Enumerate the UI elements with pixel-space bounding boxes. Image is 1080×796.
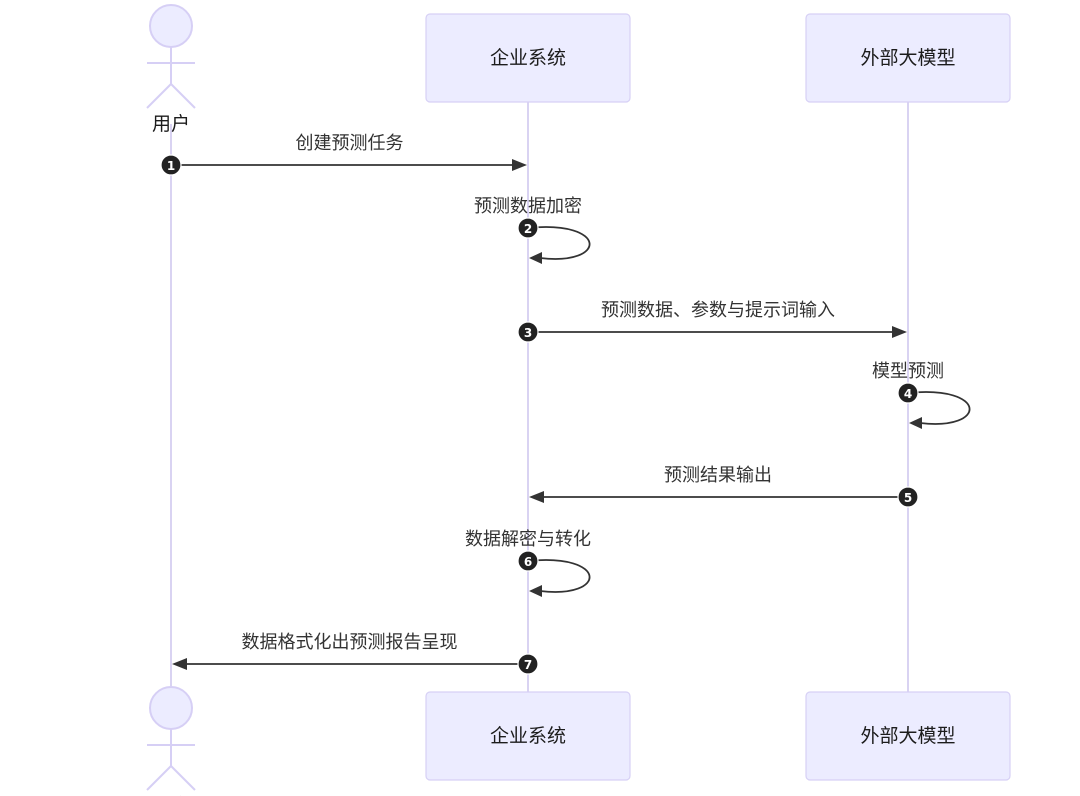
sequence-number-badge <box>517 217 539 239</box>
message-5[interactable]: 预测结果输出 5 <box>529 465 919 508</box>
message-2[interactable]: 预测数据加密 2 <box>474 196 591 264</box>
participant-label: 企业系统 <box>490 47 566 69</box>
message-1[interactable]: 创建预测任务 1 <box>160 133 527 176</box>
actor-left-leg <box>146 83 172 109</box>
actor-head-icon <box>149 686 193 730</box>
lifelines <box>170 100 909 692</box>
sequence-number-badge <box>517 321 539 343</box>
sequence-number-badge <box>897 382 919 404</box>
message-label: 模型预测 <box>872 361 944 382</box>
participant-llm-bottom[interactable]: 外部大模型 <box>805 691 1011 781</box>
participant-enterprise-bottom[interactable]: 企业系统 <box>425 691 631 781</box>
sequence-number: 1 <box>167 159 175 173</box>
participants-top: 用户 企业系统 外部大模型 <box>146 4 1011 135</box>
actor-left-leg <box>146 765 172 791</box>
arrowhead-icon <box>529 252 542 264</box>
self-loop-line <box>907 391 971 425</box>
message-label: 创建预测任务 <box>296 133 404 154</box>
arrowhead-icon <box>529 585 542 597</box>
participant-box <box>425 13 631 103</box>
arrowhead-icon <box>892 326 907 338</box>
message-4[interactable]: 模型预测 4 <box>872 361 971 429</box>
actor-head-icon <box>149 4 193 48</box>
sequence-number: 3 <box>524 326 532 340</box>
sequence-number: 2 <box>524 222 532 236</box>
participant-box <box>805 691 1011 781</box>
participant-enterprise-top[interactable]: 企业系统 <box>425 13 631 103</box>
arrowhead-icon <box>909 417 922 429</box>
message-7[interactable]: 数据格式化出预测报告呈现 7 <box>172 632 539 675</box>
participant-label: 外部大模型 <box>860 725 955 747</box>
self-loop-line <box>527 559 591 593</box>
actor-right-leg <box>170 765 196 791</box>
actor-user-top[interactable]: 用户 <box>146 4 196 135</box>
participant-label: 企业系统 <box>490 725 566 747</box>
message-label: 预测结果输出 <box>664 465 772 486</box>
participant-box <box>805 13 1011 103</box>
messages: 创建预测任务 1 预测数据加密 2 预测数据、参数与提示词输入 3 模型预测 4 预测结果输出 5… <box>160 133 971 675</box>
sequence-number: 5 <box>904 491 912 505</box>
actor-right-leg <box>170 83 196 109</box>
arrowhead-icon <box>172 658 187 670</box>
message-label: 数据格式化出预测报告呈现 <box>242 632 458 653</box>
participant-box <box>425 691 631 781</box>
sequence-number: 4 <box>904 387 912 401</box>
sequence-number: 6 <box>524 555 532 569</box>
sequence-number: 7 <box>524 658 532 672</box>
sequence-number-badge <box>517 550 539 572</box>
participant-label: 外部大模型 <box>860 47 955 69</box>
message-label: 数据解密与转化 <box>465 529 591 550</box>
arrowhead-icon <box>529 491 544 503</box>
message-label: 预测数据加密 <box>474 196 582 217</box>
self-loop-line <box>527 226 591 260</box>
participant-llm-top[interactable]: 外部大模型 <box>805 13 1011 103</box>
message-6[interactable]: 数据解密与转化 6 <box>465 529 591 597</box>
sequence-number-badge <box>897 486 919 508</box>
message-label: 预测数据、参数与提示词输入 <box>601 300 835 321</box>
sequence-number-badge <box>160 154 182 176</box>
message-3[interactable]: 预测数据、参数与提示词输入 3 <box>517 300 907 343</box>
actor-label: 用户 <box>152 113 190 135</box>
sequence-number-badge <box>517 653 539 675</box>
participants-bottom: 用户 企业系统 外部大模型 <box>146 686 1011 796</box>
actor-user-bottom[interactable]: 用户 <box>146 686 196 796</box>
arrowhead-icon <box>512 159 527 171</box>
